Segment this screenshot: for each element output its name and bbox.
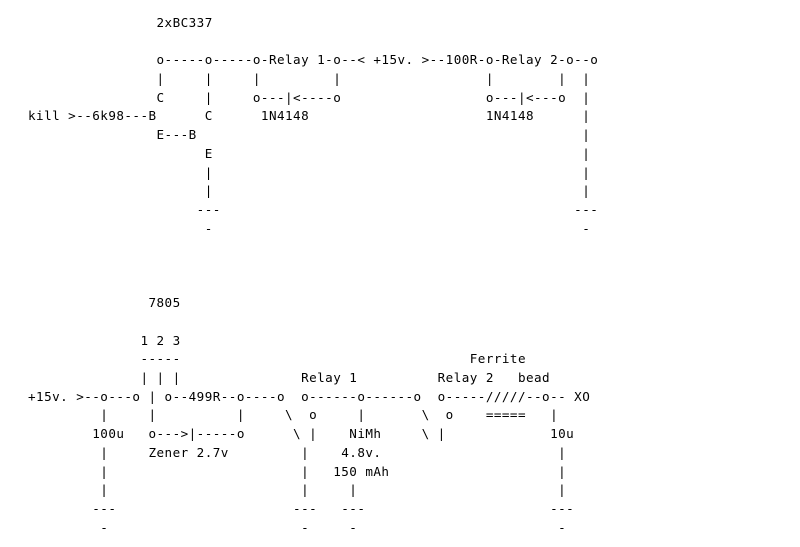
schematic-line: | | (28, 164, 591, 180)
schematic-line: E---B | (28, 127, 591, 143)
schematic-line: E | (28, 145, 591, 161)
schematic-line: 100u o--->|-----o \ | NiMh \ | 10u (28, 426, 575, 442)
schematic-line (28, 276, 598, 295)
schematic-line: 7805 (28, 295, 181, 311)
schematic-line (28, 313, 598, 332)
schematic-line: o-----o-----o-Relay 1-o--< +15v. >--100R… (28, 52, 599, 68)
schematic-line: | | | | | | | (28, 71, 591, 87)
schematic-line: | | (28, 183, 591, 199)
schematic-line: | | | \ o | \ o ===== | (28, 407, 559, 423)
schematic-line: - - (28, 220, 591, 236)
schematic-line: | | 150 mAh | (28, 463, 567, 479)
ascii-schematic: 2xBC337 o-----o-----o-Relay 1-o--< +15v.… (28, 14, 598, 537)
schematic-line: C | o---|<----o o---|<---o | (28, 89, 591, 105)
schematic-line: - - - - (28, 519, 567, 535)
schematic-line: | Zener 2.7v | 4.8v. | (28, 444, 567, 460)
schematic-line: ----- Ferrite (28, 351, 526, 367)
schematic-line: | | | Relay 1 Relay 2 bead (28, 370, 551, 386)
schematic-line: 1 2 3 (28, 332, 181, 348)
schematic-line: 2xBC337 (28, 15, 213, 30)
schematic-line: kill >--6k98---B C 1N4148 1N4148 | (28, 108, 591, 124)
schematic-line (28, 257, 598, 276)
schematic-line: --- --- --- --- (28, 500, 575, 516)
schematic-line: +15v. >--o---o | o--499R--o----o o------… (28, 388, 591, 404)
schematic-line: --- --- (28, 201, 599, 217)
schematic-line (28, 33, 598, 52)
schematic-line (28, 238, 598, 257)
schematic-line: | | | | (28, 482, 567, 498)
